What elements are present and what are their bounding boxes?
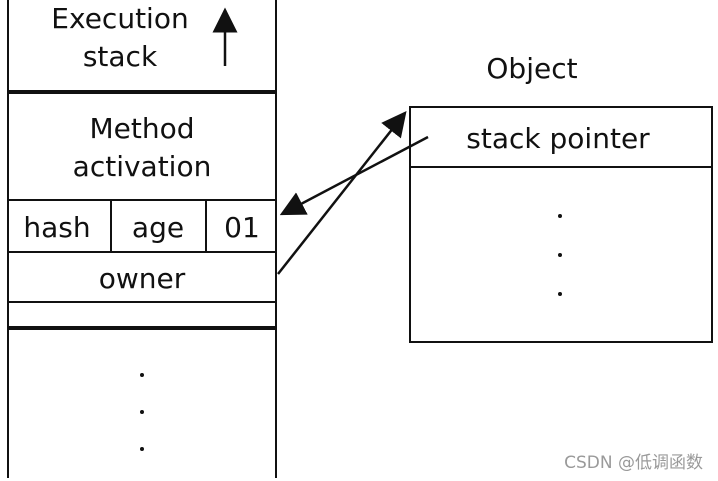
method-activation-line2: activation	[73, 150, 212, 183]
object-title: Object	[486, 52, 577, 85]
object-rect	[409, 106, 713, 343]
object-box: Object stack pointer	[409, 52, 713, 343]
owner-field: owner	[99, 262, 186, 295]
stack-title-line1: Execution	[51, 2, 188, 35]
execution-stack: Execution stack Method activation hash a…	[7, 0, 277, 478]
owner-to-object-arrow-icon	[277, 111, 407, 275]
mark-word-lock-bits: 01	[224, 211, 260, 244]
stack-ellipsis-dot	[140, 410, 144, 414]
stack-title-line2: stack	[83, 40, 158, 73]
watermark: CSDN @低调函数	[564, 453, 703, 473]
stack-ellipsis-dot	[140, 447, 144, 451]
stack-ellipsis-dot	[140, 373, 144, 377]
object-stack-pointer: stack pointer	[466, 122, 650, 155]
mark-word-hash: hash	[23, 211, 90, 244]
object-ellipsis-dot	[558, 292, 562, 296]
method-activation-line1: Method	[89, 112, 194, 145]
object-ellipsis-dot	[558, 214, 562, 218]
object-ellipsis-dot	[558, 253, 562, 257]
stack-pointer-to-mark-word-arrow-icon	[279, 135, 429, 216]
mark-word-age: age	[132, 211, 184, 244]
